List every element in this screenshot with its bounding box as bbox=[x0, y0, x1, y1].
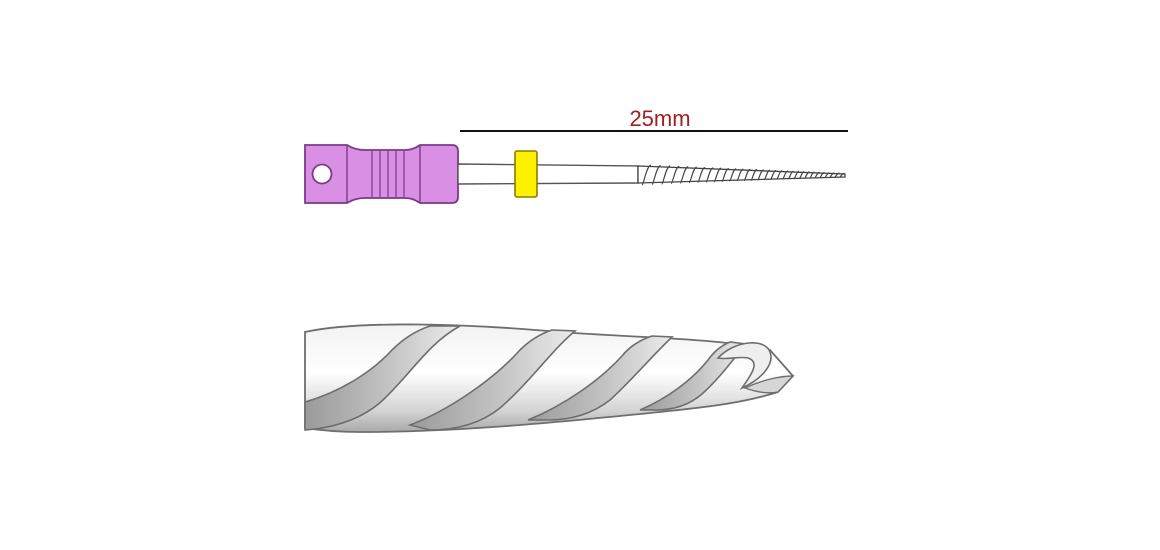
twist-line bbox=[679, 166, 689, 184]
file-shaft bbox=[457, 163, 639, 185]
twist-line bbox=[804, 171, 810, 179]
twist-line bbox=[728, 168, 737, 182]
twist-line bbox=[787, 170, 794, 180]
twist-line bbox=[697, 166, 706, 184]
dimension-label: 25mm bbox=[629, 106, 690, 131]
twist-line bbox=[661, 165, 671, 185]
twist-line bbox=[824, 172, 830, 178]
twist-line bbox=[839, 172, 845, 178]
twist-line bbox=[798, 171, 805, 179]
twist-line bbox=[641, 164, 652, 186]
twist-line bbox=[743, 168, 751, 182]
file-working-part bbox=[637, 164, 846, 186]
twist-line bbox=[776, 170, 783, 180]
twist-line bbox=[763, 169, 771, 181]
twist-line bbox=[782, 170, 789, 180]
twist-line bbox=[834, 172, 840, 178]
twist-line bbox=[814, 171, 820, 179]
twist-line bbox=[750, 169, 758, 181]
file-handle bbox=[304, 144, 459, 204]
working-part-outline bbox=[637, 165, 846, 184]
twist-line bbox=[829, 172, 835, 178]
twist-line bbox=[670, 165, 680, 185]
twist-line bbox=[809, 171, 815, 179]
twist-line bbox=[721, 167, 730, 183]
twist-line bbox=[819, 171, 825, 179]
twist-line bbox=[757, 169, 764, 181]
rubber-stopper bbox=[514, 150, 538, 198]
twist-line bbox=[705, 167, 714, 183]
twist-line bbox=[713, 167, 722, 183]
twist-line bbox=[688, 166, 698, 184]
handle-hole-icon bbox=[311, 163, 333, 185]
twist-line bbox=[793, 170, 800, 180]
twist-line bbox=[736, 168, 744, 182]
spiral-tip-detail bbox=[304, 323, 795, 433]
twist-line bbox=[769, 169, 777, 181]
twist-line bbox=[651, 164, 661, 186]
